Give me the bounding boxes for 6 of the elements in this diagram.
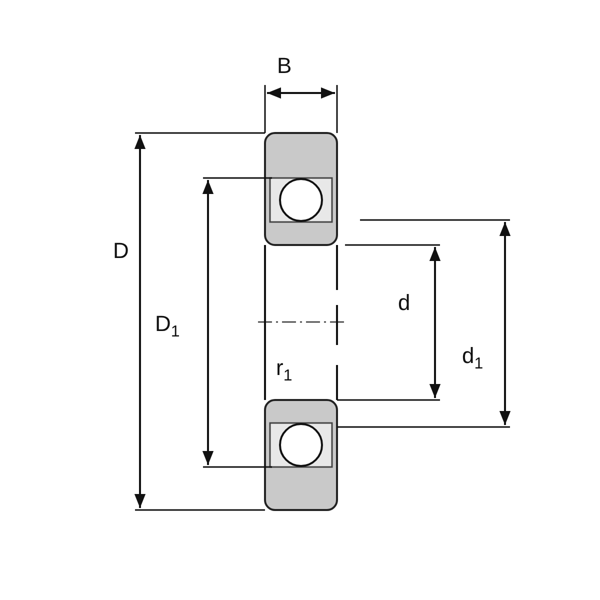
dimension-label: d$_{1}$ xyxy=(462,345,484,372)
dimension-label: B xyxy=(277,55,292,77)
dimension-label: D xyxy=(113,240,129,262)
dimension-label: D$_{1}$ xyxy=(155,313,180,340)
dimension-label: r$_{1}$ xyxy=(276,357,292,384)
dimension-label: d xyxy=(398,292,410,314)
